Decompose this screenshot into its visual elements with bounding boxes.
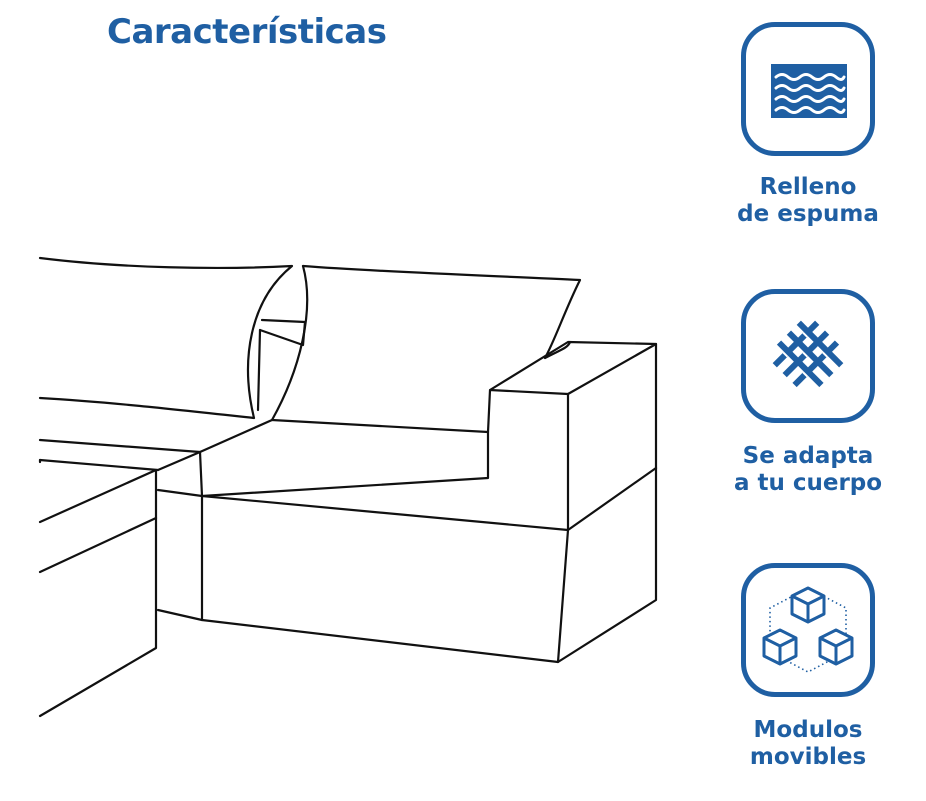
adapt-feature-label: Se adapta a tu cuerpo <box>733 443 883 496</box>
sofa-illustration <box>38 256 658 718</box>
page-title: Características <box>107 12 387 52</box>
modules-feature-badge <box>741 563 875 697</box>
foam-feature-label: Relleno de espuma <box>737 174 879 227</box>
adapt-feature-badge <box>741 289 875 423</box>
modules-feature-label: Modulos movibles <box>749 717 867 770</box>
modular-cubes-icon <box>762 586 854 673</box>
foam-feature-badge <box>741 22 875 156</box>
foam-layers-icon <box>771 64 847 118</box>
woven-fabric-icon <box>772 320 844 388</box>
